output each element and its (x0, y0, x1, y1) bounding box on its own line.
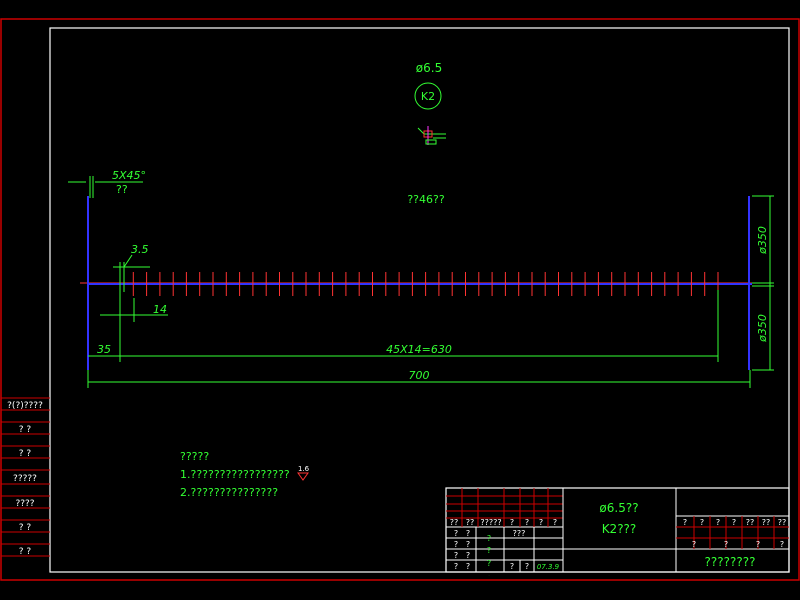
diameter-top-label: ø350 (756, 226, 769, 255)
roughness-value: 1.6 (298, 465, 310, 473)
left-strip-cell-6: ? ? (19, 547, 32, 557)
groove-width-label: 3.5 (131, 243, 149, 256)
tb-header-2: ????? (480, 518, 501, 527)
tb-right-header-2: ? (716, 518, 720, 527)
diameter-bottom-label: ø350 (756, 314, 769, 343)
tb-header-5: ? (539, 518, 543, 527)
pitch-note: ??46?? (407, 193, 445, 206)
groove-width-dimension (113, 254, 150, 292)
tb-row-a-2: ? (487, 534, 491, 543)
tb-row-d-0: ? (454, 562, 458, 571)
section-tag-circle (414, 82, 442, 110)
part-code: K2??? (602, 522, 637, 536)
inner-frame (49, 27, 790, 573)
tb-right-header-1: ? (700, 518, 704, 527)
tb-header-0: ?? (450, 518, 459, 527)
pitch-label: 14 (153, 303, 167, 316)
left-strip-cell-1: ? ? (19, 425, 32, 435)
tb-right-row-3: ? (780, 540, 784, 549)
tb-row-a-0: ? (454, 529, 458, 538)
tb-row-d-1: ? (466, 562, 470, 571)
tb-right-header-3: ? (732, 518, 736, 527)
notes-line-2: 2.??????????????? (180, 486, 278, 499)
tb-right-row-2: ? (756, 540, 760, 549)
part-name: ø6.5?? (599, 501, 638, 515)
tb-right-header-4: ?? (746, 518, 755, 527)
title-block (445, 487, 790, 573)
tb-right-row-1: ? (724, 540, 728, 549)
tb-row-b-1: ? (466, 540, 470, 549)
start-offset-label: 35 (97, 343, 111, 356)
left-strip-cell-2: ? ? (19, 449, 32, 459)
left-strip-cell-3: ????? (13, 474, 37, 484)
tb-right-header-5: ?? (762, 518, 771, 527)
tb-header-4: ? (525, 518, 529, 527)
left-strip-cell-5: ? ? (19, 523, 32, 533)
tb-row-c-2: ? (487, 559, 491, 568)
tb-row-d-2: ? (489, 575, 490, 577)
tb-row-a-1: ? (466, 529, 470, 538)
groove-detail-symbol (417, 126, 446, 145)
tb-row-a-3: ??? (513, 529, 526, 538)
tb-row-c-1: ? (466, 551, 470, 560)
company-name: ???????? (705, 555, 756, 569)
roughness-symbol-icon (297, 472, 309, 481)
pattern-dimension (88, 290, 719, 362)
tb-header-1: ?? (466, 518, 475, 527)
left-strip-cell-0: ?(?)???? (7, 401, 43, 411)
tb-row-d-3: ? (510, 562, 514, 571)
chamfer-note: ?? (116, 183, 128, 196)
tb-right-header-0: ? (683, 518, 687, 527)
section-tag: K2 (421, 90, 435, 103)
diameter-dimension (752, 195, 774, 371)
tb-row-b-0: ? (454, 540, 458, 549)
tb-right-row-0: ? (692, 540, 696, 549)
tb-header-3: ? (510, 518, 514, 527)
chamfer-dimension (68, 176, 143, 198)
notes-title: ????? (180, 450, 209, 463)
tb-row-c-0: ? (454, 551, 458, 560)
tb-right-header-6: ?? (778, 518, 787, 527)
tb-header-6: ? (553, 518, 557, 527)
notes-line-1: 1.????????????????? (180, 468, 290, 481)
total-length-label: 700 (409, 369, 430, 382)
total-length-dimension (87, 370, 751, 388)
outer-frame (0, 18, 800, 581)
diameter-label: ø6.5 (416, 61, 442, 75)
tb-row-b-2: ? (487, 546, 491, 555)
tb-row-d-4: ? (525, 562, 529, 571)
left-strip (1, 397, 50, 557)
tb-date: 07.3.9 (537, 563, 560, 571)
left-strip-cell-4: ???? (15, 499, 34, 509)
chamfer-label: 5X45° (112, 169, 146, 182)
pattern-label: 45X14=630 (386, 343, 452, 356)
